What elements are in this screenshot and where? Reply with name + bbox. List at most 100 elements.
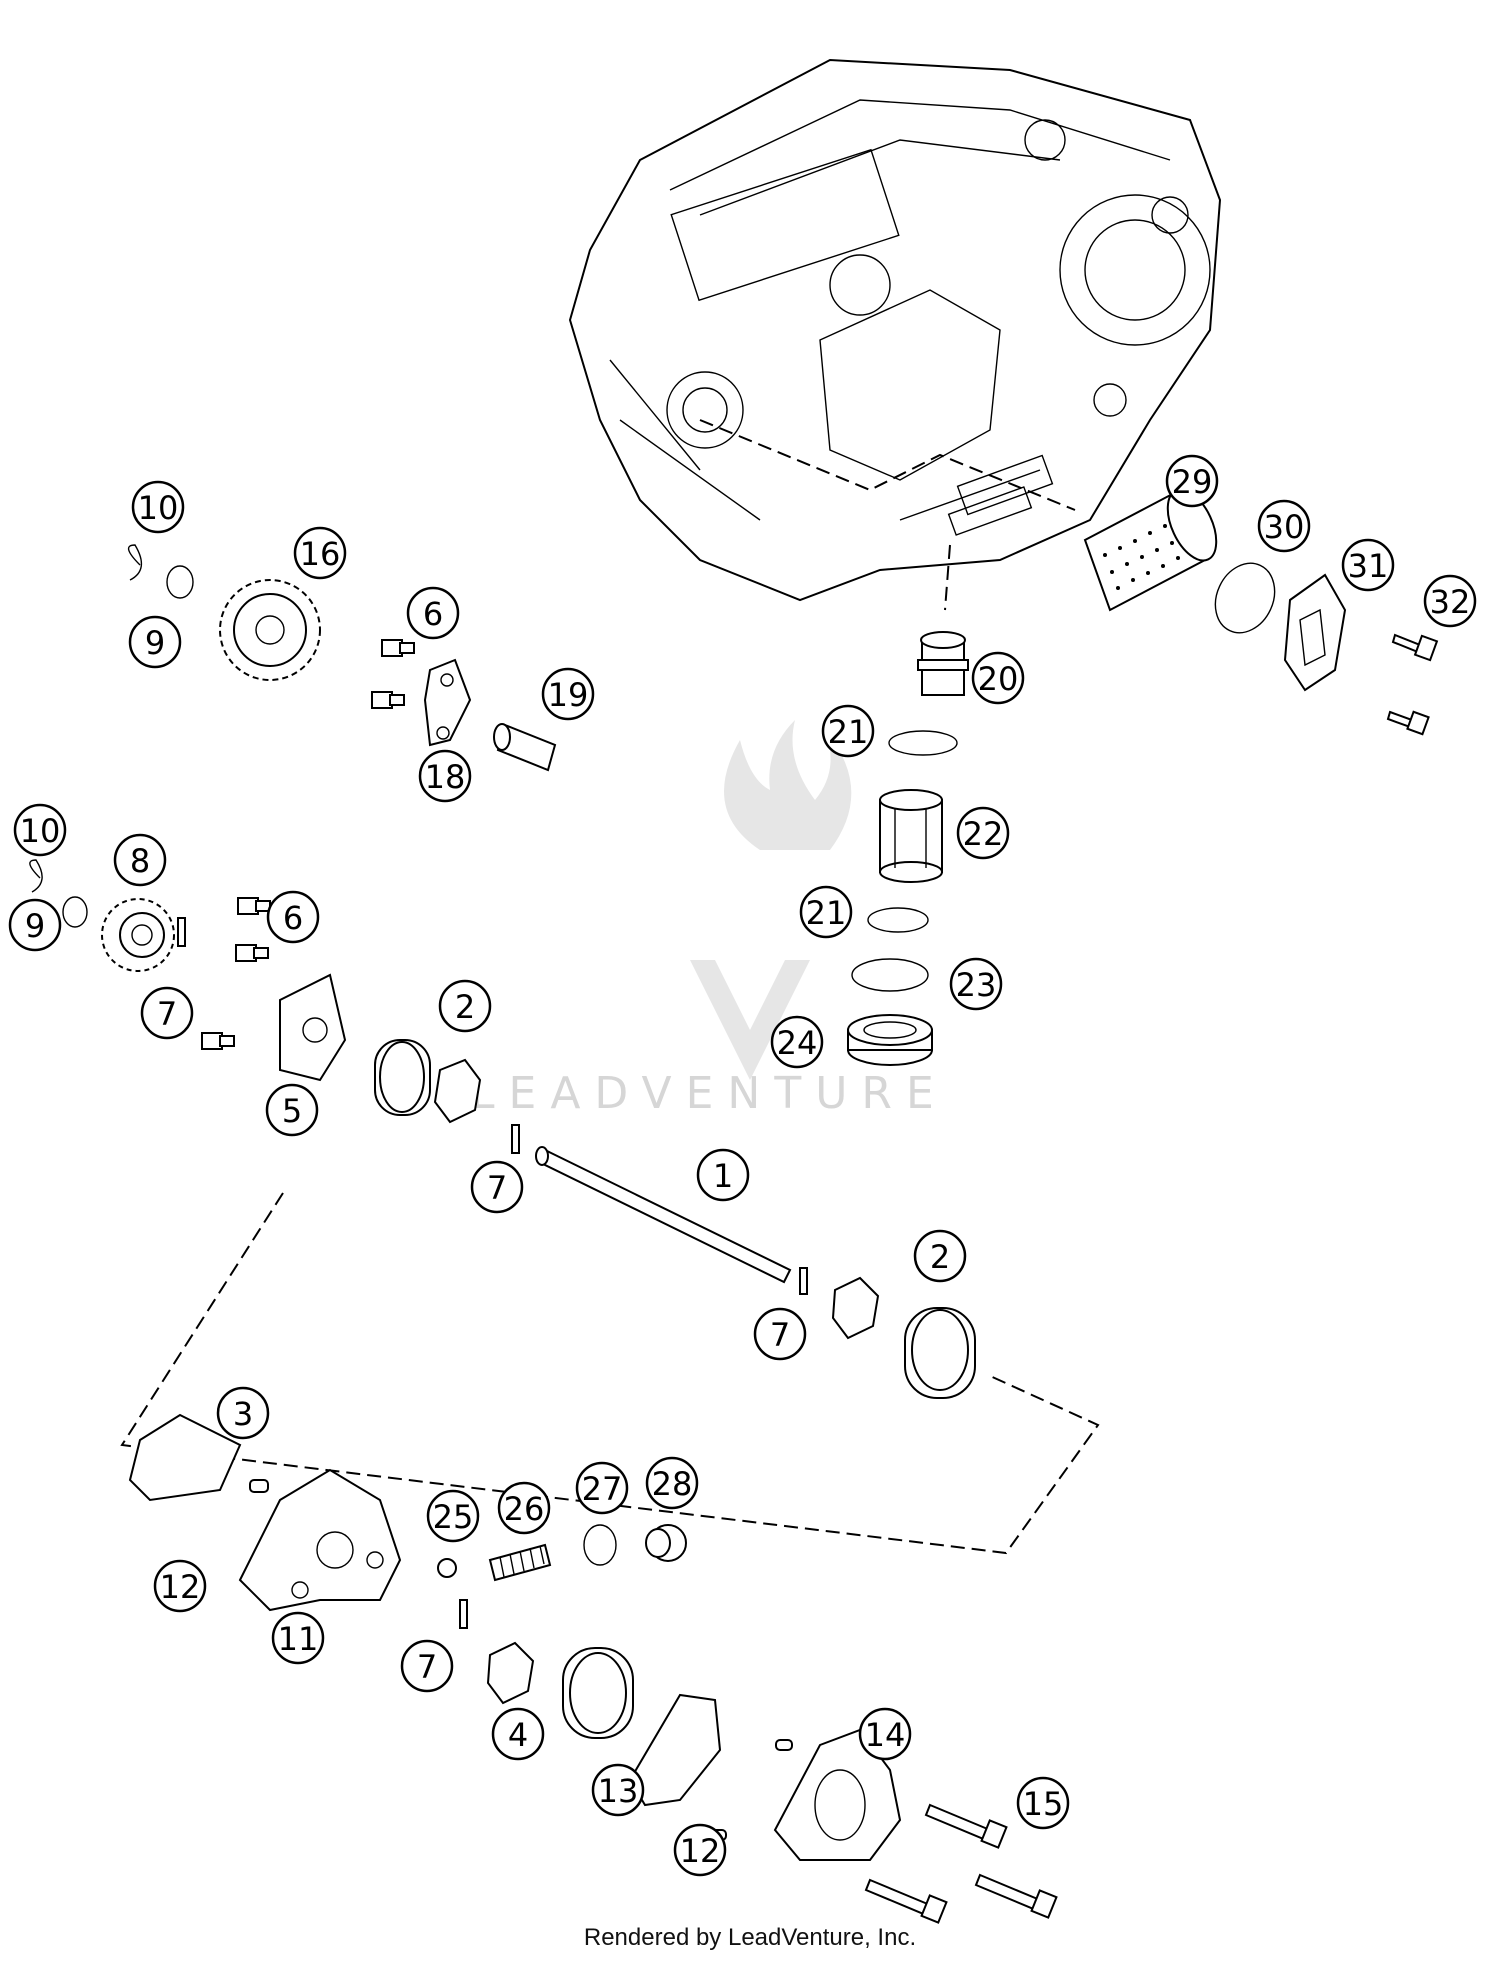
washer-9a xyxy=(166,565,194,599)
callout-26: 26 xyxy=(497,1481,551,1535)
callout-21: 21 xyxy=(799,885,853,939)
callout-circle xyxy=(400,1639,454,1693)
callout-circle xyxy=(645,1456,699,1510)
callout-22: 22 xyxy=(956,806,1010,860)
callout-circle xyxy=(1341,538,1395,592)
callout-number: 11 xyxy=(278,1620,319,1658)
callout-circle xyxy=(753,1307,807,1361)
callout-circle xyxy=(1016,1776,1070,1830)
callout-number: 21 xyxy=(806,894,847,932)
callout-circle xyxy=(406,586,460,640)
callout-circle xyxy=(591,1763,645,1817)
pin-12a xyxy=(249,1479,269,1493)
screen-22 xyxy=(879,789,943,883)
callout-circle xyxy=(575,1461,629,1515)
filter-cover xyxy=(1283,573,1347,692)
callout-circle xyxy=(131,480,185,534)
callout-number: 29 xyxy=(1172,463,1213,501)
callout-circle xyxy=(821,704,875,758)
crankcase xyxy=(568,58,1222,602)
callout-circle xyxy=(470,1160,524,1214)
callout-circle xyxy=(491,1707,545,1761)
callout-number: 15 xyxy=(1023,1785,1064,1823)
callout-number: 25 xyxy=(433,1498,474,1536)
callout-circle xyxy=(13,803,67,857)
callout-circle xyxy=(497,1481,551,1535)
callout-30: 30 xyxy=(1257,499,1311,553)
rotor-2a xyxy=(374,1039,482,1124)
shaft-1 xyxy=(535,1146,792,1284)
housing-11 xyxy=(238,1468,402,1612)
callout-12: 12 xyxy=(673,1823,727,1877)
callout-7: 7 xyxy=(140,986,194,1040)
callout-12: 12 xyxy=(153,1559,207,1613)
callout-11: 11 xyxy=(271,1611,325,1665)
oil-filter xyxy=(1083,488,1218,612)
callout-circle xyxy=(673,1823,727,1877)
callout-circle xyxy=(1257,499,1311,553)
callout-circle xyxy=(266,890,320,944)
callout-circle xyxy=(8,898,62,952)
pin-7b xyxy=(511,1124,520,1154)
callout-circle xyxy=(140,986,194,1040)
callout-number: 27 xyxy=(582,1470,623,1508)
circlip-10a xyxy=(127,544,143,581)
callout-number: 6 xyxy=(283,899,303,937)
gasket-3 xyxy=(128,1413,242,1502)
pin-7a xyxy=(177,917,186,947)
callout-10: 10 xyxy=(13,803,67,857)
strainer-20 xyxy=(917,631,969,696)
callout-number: 8 xyxy=(130,842,150,880)
callout-number: 24 xyxy=(777,1024,818,1062)
callout-number: 21 xyxy=(828,713,869,751)
callout-circle xyxy=(949,957,1003,1011)
callout-2: 2 xyxy=(438,979,492,1033)
callout-circle xyxy=(271,1611,325,1665)
screw-32b xyxy=(1386,710,1430,736)
callout-number: 7 xyxy=(417,1648,437,1686)
callout-circle xyxy=(426,1489,480,1543)
callout-20: 20 xyxy=(971,651,1025,705)
callout-32: 32 xyxy=(1423,574,1477,628)
callout-27: 27 xyxy=(575,1461,629,1515)
footer-credit: Rendered by LeadVenture, Inc. xyxy=(583,1924,917,1951)
bolt-15c xyxy=(864,1878,948,1924)
callout-8: 8 xyxy=(113,833,167,887)
callout-circle xyxy=(418,749,472,803)
pin-7d xyxy=(459,1599,468,1629)
o-ring-21a xyxy=(888,730,958,756)
bolt-6a xyxy=(381,639,415,657)
callout-circle xyxy=(770,1015,824,1069)
callout-10: 10 xyxy=(131,480,185,534)
callout-circle xyxy=(541,667,595,721)
callout-number: 10 xyxy=(20,812,61,850)
callout-7: 7 xyxy=(400,1639,454,1693)
callout-number: 16 xyxy=(300,535,341,573)
callout-number: 3 xyxy=(233,1395,253,1433)
callout-number: 5 xyxy=(282,1092,302,1130)
callout-21: 21 xyxy=(821,704,875,758)
plug-24 xyxy=(847,1014,933,1066)
bolt-6e xyxy=(201,1032,235,1050)
callout-16: 16 xyxy=(293,526,347,580)
callout-circle xyxy=(913,1229,967,1283)
gear-16 xyxy=(219,579,321,681)
plug-28 xyxy=(645,1524,687,1562)
screw-32 xyxy=(1391,633,1439,662)
callout-24: 24 xyxy=(770,1015,824,1069)
assembly-lines xyxy=(120,419,1100,1555)
callout-circle xyxy=(438,979,492,1033)
bolt-15a xyxy=(924,1803,1008,1849)
callout-14: 14 xyxy=(858,1707,912,1761)
callout-number: 12 xyxy=(680,1832,721,1870)
callout-number: 9 xyxy=(145,624,165,662)
callout-circle xyxy=(293,526,347,580)
callout-circle xyxy=(696,1148,750,1202)
callout-31: 31 xyxy=(1341,538,1395,592)
callout-18: 18 xyxy=(418,749,472,803)
callout-circle xyxy=(128,615,182,669)
o-ring-21b xyxy=(867,907,929,933)
callout-2: 2 xyxy=(913,1229,967,1283)
callout-number: 23 xyxy=(956,966,997,1004)
